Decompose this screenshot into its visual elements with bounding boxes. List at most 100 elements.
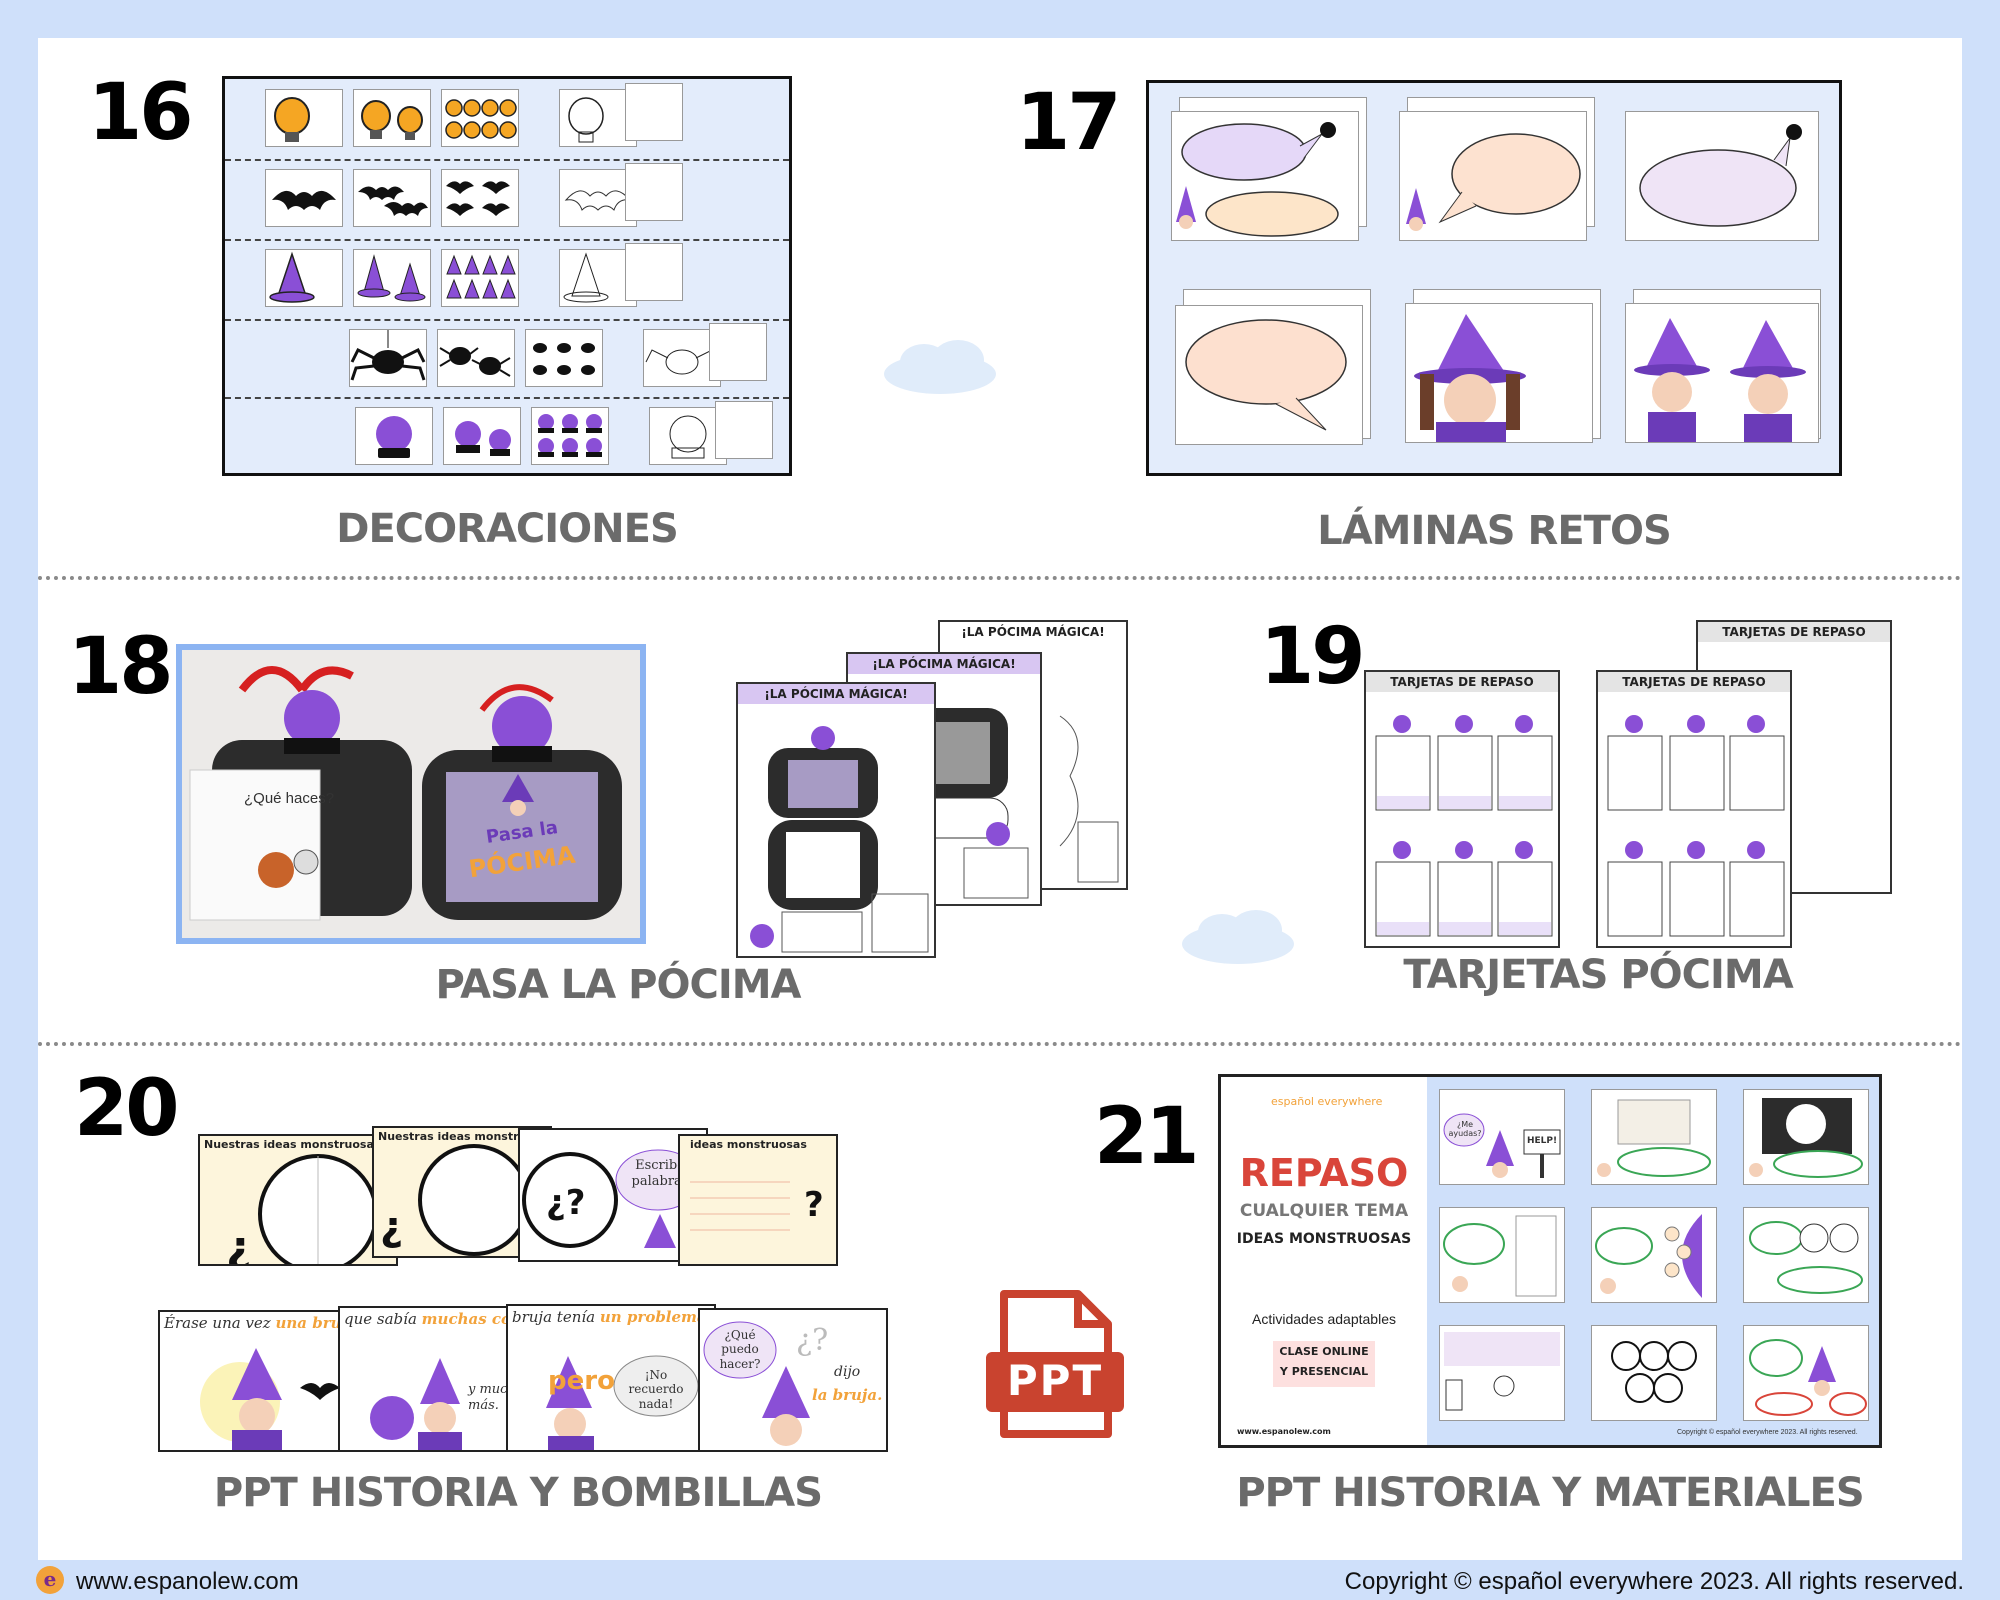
spider-icon [350, 330, 426, 381]
bulb-outline-icon [568, 97, 604, 143]
bulb-card [265, 89, 343, 147]
witch-illustration [1634, 318, 1806, 442]
repaso-adaptable: Actividades adaptables [1252, 1311, 1396, 1327]
logo-icon: e [36, 1566, 64, 1594]
slide-art [1444, 1332, 1560, 1411]
slide-text: bruja tenía un problema. [512, 1308, 712, 1326]
bulb-icon [274, 97, 310, 142]
repaso-right-panel: ¿Me ayudas? HELP! [1427, 1077, 1879, 1445]
repaso-subtitle-1: CUALQUIER TEMA [1239, 1201, 1409, 1221]
speech-bubble-icon [1406, 133, 1581, 231]
bulb-outline-card [625, 83, 683, 141]
bat-outline-card [559, 169, 637, 227]
slide-art [1597, 1099, 1711, 1177]
section-number-17: 17 [1016, 78, 1122, 168]
bulb-icon [445, 99, 517, 139]
pocima-worksheet: ¡LA PÓCIMA MÁGICA! [736, 682, 936, 958]
tarjetas-title: TARJETAS DE REPASO [1698, 622, 1890, 642]
section-number-16: 16 [88, 68, 194, 158]
spider-icon [439, 347, 511, 377]
witch-illustration [200, 1348, 340, 1450]
witch-illustration [1414, 314, 1526, 442]
section-number-21: 21 [1094, 1092, 1200, 1182]
svg-text:¿: ¿ [380, 1204, 403, 1250]
card-question: ¿Qué haces? [244, 790, 335, 807]
repaso-copyright: Copyright © español everywhere 2023. All… [1677, 1429, 1858, 1436]
crystal-ball-icon [455, 421, 511, 456]
badge-line-1: CLASE ONLINE [1279, 1345, 1369, 1358]
speech-bubble-icon [1639, 124, 1802, 227]
section-caption-19: TARJETAS PÓCIMA [1403, 952, 1793, 998]
section-caption-17: LÁMINAS RETOS [1317, 508, 1672, 554]
section-number-20: 20 [74, 1064, 180, 1154]
badge-line-2: Y PRESENCIAL [1279, 1365, 1369, 1378]
spider-icon [533, 343, 595, 375]
ppt-icon-label: PPT [1006, 1356, 1104, 1405]
ppt-file-icon: PPT [986, 1290, 1124, 1438]
witch-hat-icon [446, 254, 516, 299]
svg-text:¿: ¿ [226, 1222, 252, 1264]
repaso-slide [1439, 1325, 1565, 1421]
potion-card [355, 407, 433, 465]
potion-card [531, 407, 609, 465]
repaso-slide [1743, 1207, 1869, 1303]
section-caption-20: PPT HISTORIA Y BOMBILLAS [213, 1470, 823, 1516]
pasa-pocima-photo: ¿Qué haces? Pasa la PÓCIMA [176, 644, 646, 944]
repaso-subtitle-2: IDEAS MONSTRUOSAS [1236, 1231, 1412, 1247]
slide-text: que sabía muchas cosas. [344, 1310, 526, 1328]
cloud-decoration [1178, 908, 1308, 973]
bulb-icon [361, 100, 423, 140]
witch-illustration [370, 1358, 462, 1450]
spider-card [437, 329, 515, 387]
ppt-slide: bruja tenía un problema. pero ¡No recuer… [506, 1304, 716, 1452]
challenge-sheet [1171, 111, 1359, 241]
slide-title: ideas monstruosas [690, 1138, 807, 1151]
witch-sheet [1625, 303, 1819, 443]
section-caption-16: DECORACIONES [336, 506, 679, 552]
laminas-preview [1146, 80, 1842, 476]
bat-icon [446, 181, 510, 216]
help-bubble: ¿Me ayudas? [1448, 1120, 1482, 1138]
cloud-decoration [880, 338, 1010, 403]
footer-website-link[interactable]: www.espanolew.com [76, 1568, 299, 1595]
repaso-badge: CLASE ONLINE Y PRESENCIAL [1273, 1341, 1375, 1387]
tarjetas-title: TARJETAS DE REPASO [1366, 672, 1558, 692]
repaso-slide [1591, 1207, 1717, 1303]
bat-outline-icon [564, 190, 632, 211]
ppt-slide: Nuestras ideas monstruosas ¿ [198, 1134, 398, 1266]
slide-bubble: Escribe palabras [631, 1158, 689, 1189]
slide-bubble: ¿Qué puedo hacer? [719, 1328, 761, 1371]
crystal-ball-icon [376, 416, 412, 458]
slide-art [1749, 1098, 1863, 1178]
potion-craft-illustration [189, 666, 622, 921]
worksheet-art [750, 726, 929, 953]
help-scene [1443, 1113, 1561, 1178]
slide-art [1749, 1339, 1867, 1416]
witch-illustration: ¿? [703, 1321, 828, 1446]
witch-sheet [1405, 303, 1593, 443]
hat-outline-card [559, 249, 637, 307]
bulb-grid-art [1611, 1341, 1697, 1403]
crystal-ball-outline-icon [669, 415, 707, 459]
speech-bubble-icon [1176, 122, 1339, 237]
tarjetas-sheet: TARJETAS DE REPASO [1364, 670, 1560, 948]
repaso-slide [1591, 1089, 1717, 1185]
slide-art [1749, 1221, 1863, 1294]
witch-hat-outline-icon [563, 252, 609, 303]
repaso-slide [1743, 1089, 1869, 1185]
bat-card [441, 169, 519, 227]
section-divider [38, 1042, 1962, 1046]
hat-outline-card [625, 243, 683, 301]
svg-text:?: ? [804, 1185, 824, 1225]
worksheet-title: ¡LA PÓCIMA MÁGICA! [738, 684, 934, 704]
worksheet-art [1059, 715, 1119, 883]
challenge-sheet [1625, 111, 1819, 241]
tarjetas-sheet: TARJETAS DE REPASO [1596, 670, 1792, 948]
repaso-slide [1591, 1325, 1717, 1421]
hat-card [353, 249, 431, 307]
help-sign: HELP! [1526, 1136, 1558, 1146]
bulb-card [441, 89, 519, 147]
ppt-slide: que sabía muchas cosas. y mucho más. [338, 1306, 528, 1452]
potion-outline-card [715, 401, 773, 459]
section-number-18: 18 [68, 622, 174, 712]
